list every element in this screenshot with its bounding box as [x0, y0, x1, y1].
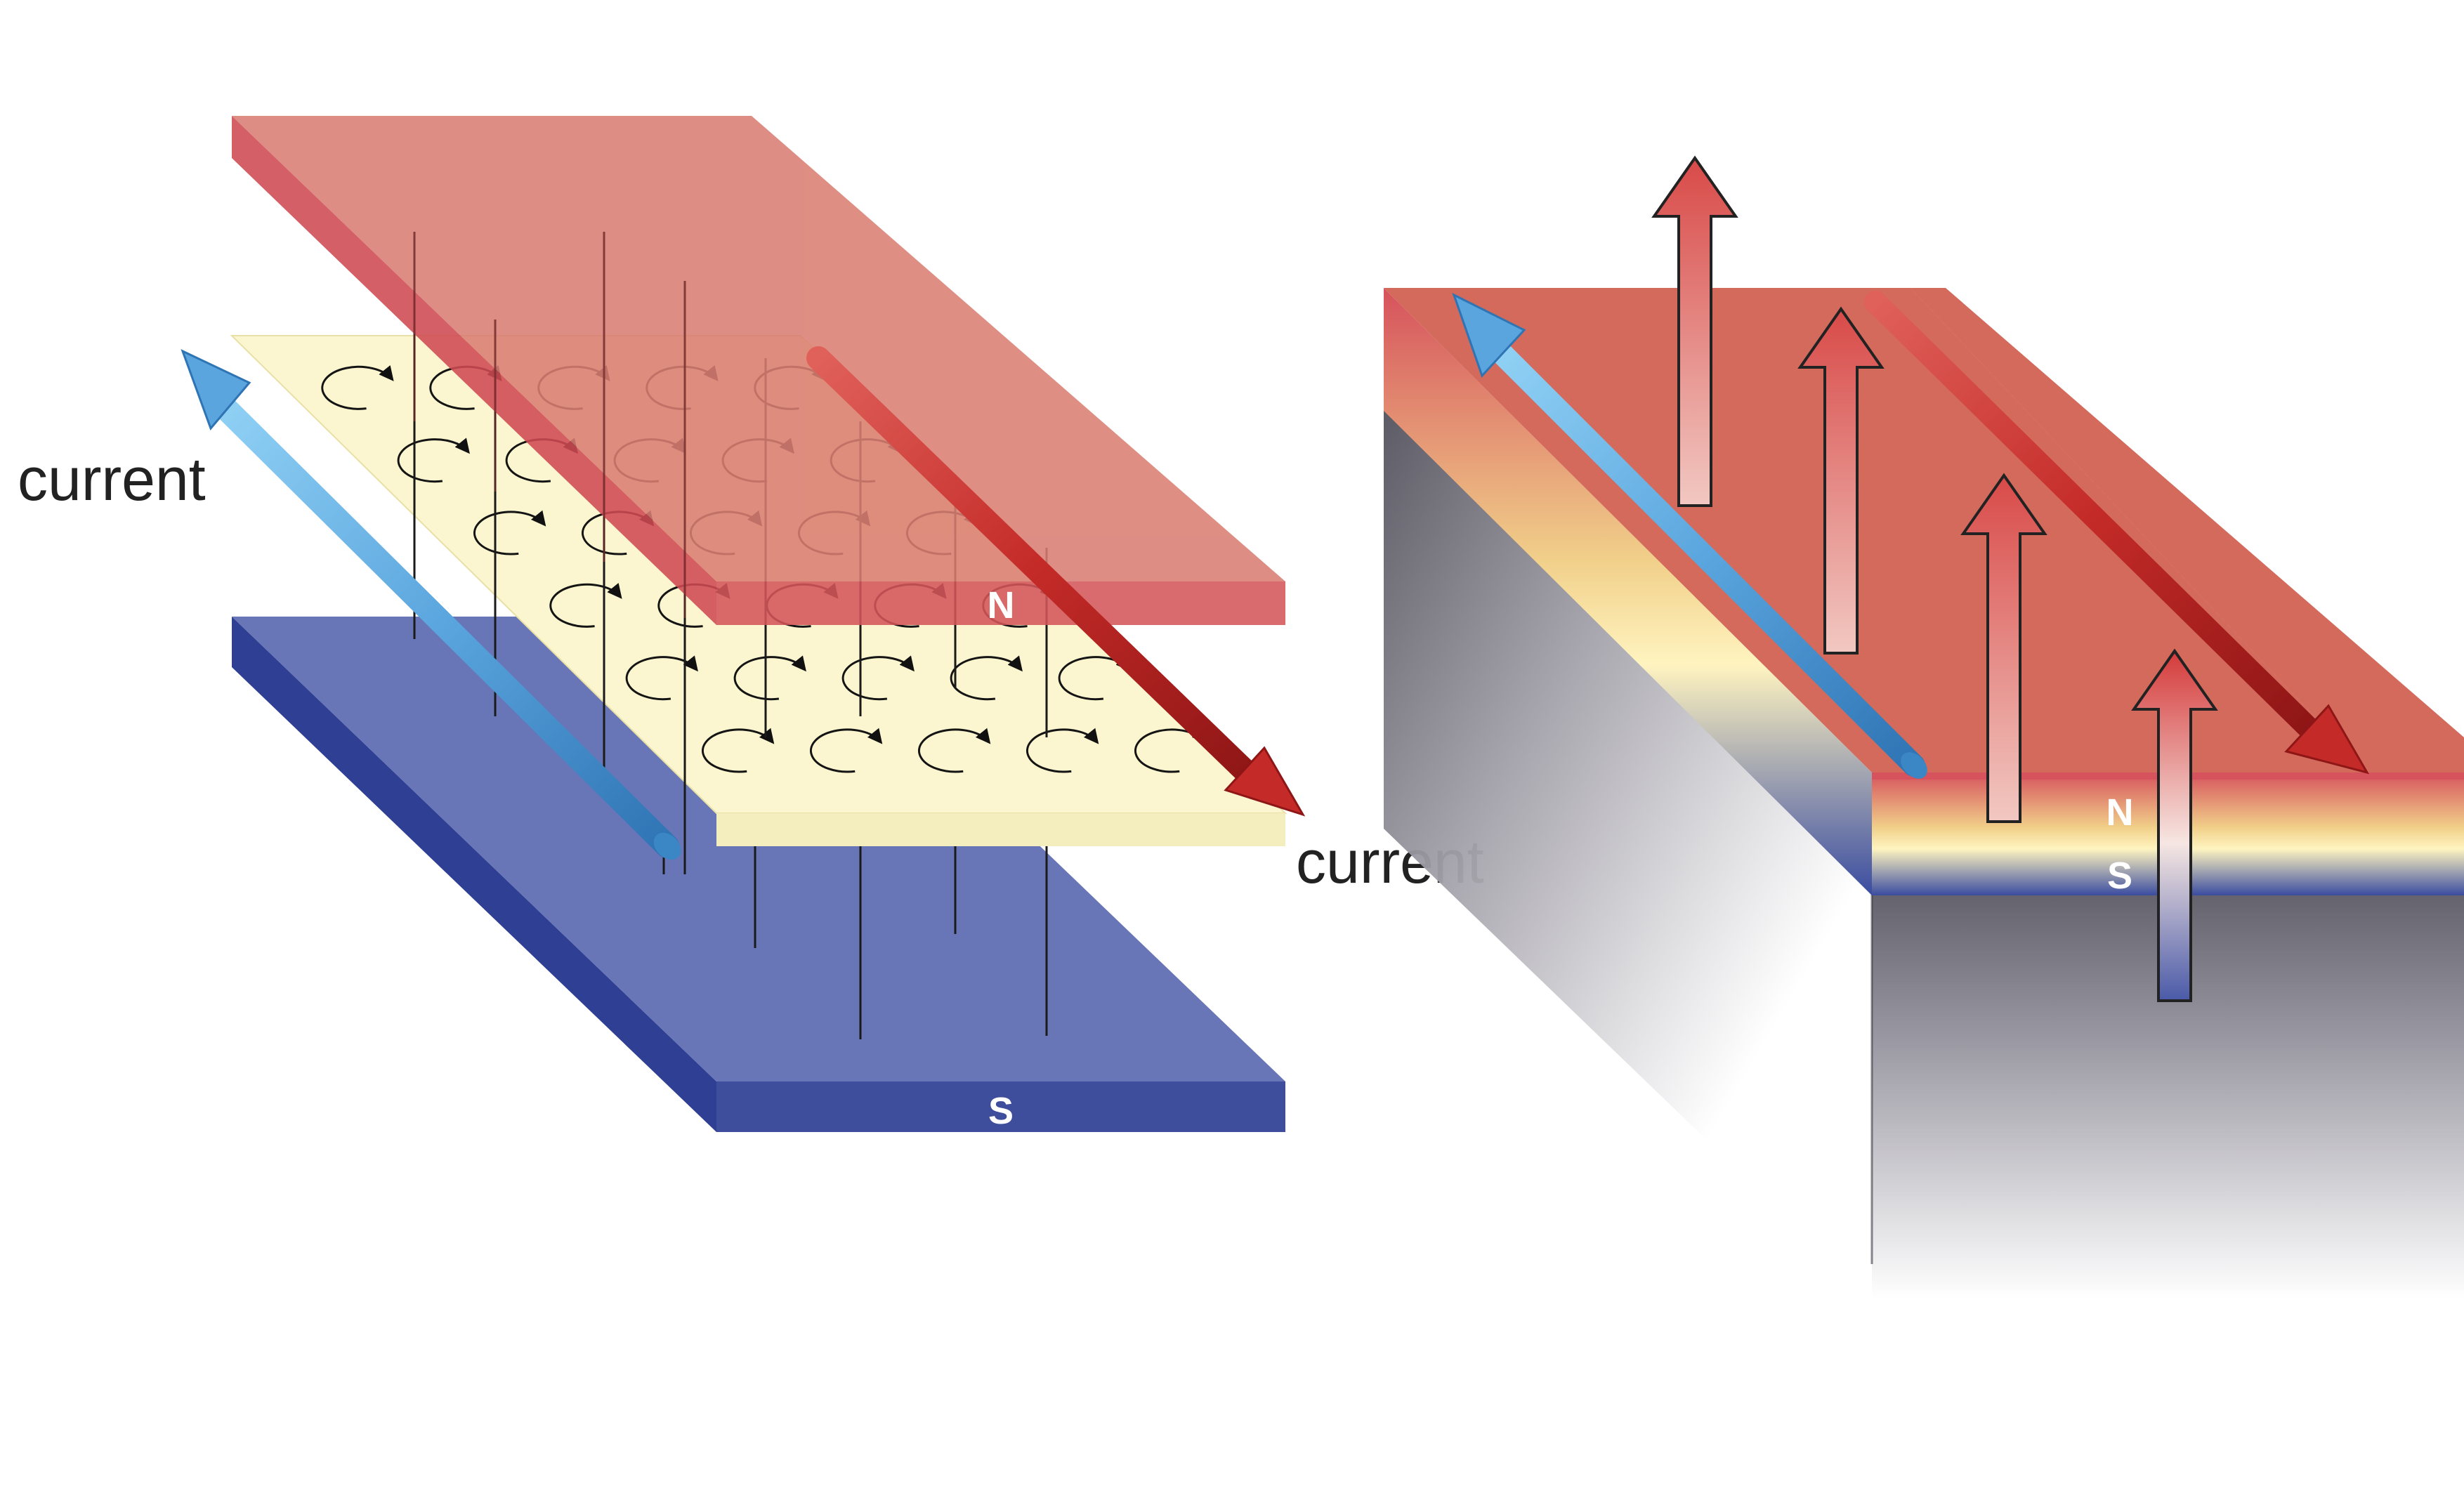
- vortex-arrow: [1058, 655, 1131, 701]
- field-arrow-through-edge: [2131, 648, 2218, 1002]
- south-plate: [232, 617, 1285, 1132]
- vortex-arrow: [1026, 728, 1099, 773]
- right-diagram: N S: [1384, 155, 2464, 1299]
- sample-layer-edge: [716, 813, 1285, 846]
- vortex-arrow: [918, 728, 991, 773]
- vortex-arrow: [321, 365, 394, 410]
- left-diagram: current current N S: [18, 116, 1484, 1132]
- block-top: [1384, 288, 2367, 772]
- field-arrow-2: [1797, 306, 1885, 655]
- north-label-left: N: [988, 584, 1015, 626]
- field-arrow-3: [1960, 473, 2047, 823]
- field-lines-upper: [413, 232, 686, 618]
- current-arrow-red-right: [806, 346, 1306, 817]
- vortex-arrow: [397, 438, 470, 483]
- north-label-right: N: [2106, 791, 2134, 834]
- vortex-arrow: [625, 655, 698, 701]
- south-label-left: S: [988, 1090, 1014, 1132]
- vortex-arrow: [810, 728, 883, 773]
- block-shadow-side: [1384, 351, 1872, 1299]
- vortex-arrow: [733, 655, 806, 701]
- north-plate: [232, 116, 1285, 625]
- current-arrow-blue-left: [181, 349, 681, 860]
- current-label-left: current: [18, 446, 206, 513]
- block-edge-side: [1384, 288, 1872, 895]
- vortex-arrow: [841, 655, 915, 701]
- field-arrow-1: [1651, 155, 1738, 507]
- current-arrow-red-block: [1864, 291, 2370, 775]
- vortex-arrow: [702, 728, 775, 773]
- current-arrow-blue-block: [1452, 293, 1927, 779]
- south-label-right: S: [2107, 855, 2132, 897]
